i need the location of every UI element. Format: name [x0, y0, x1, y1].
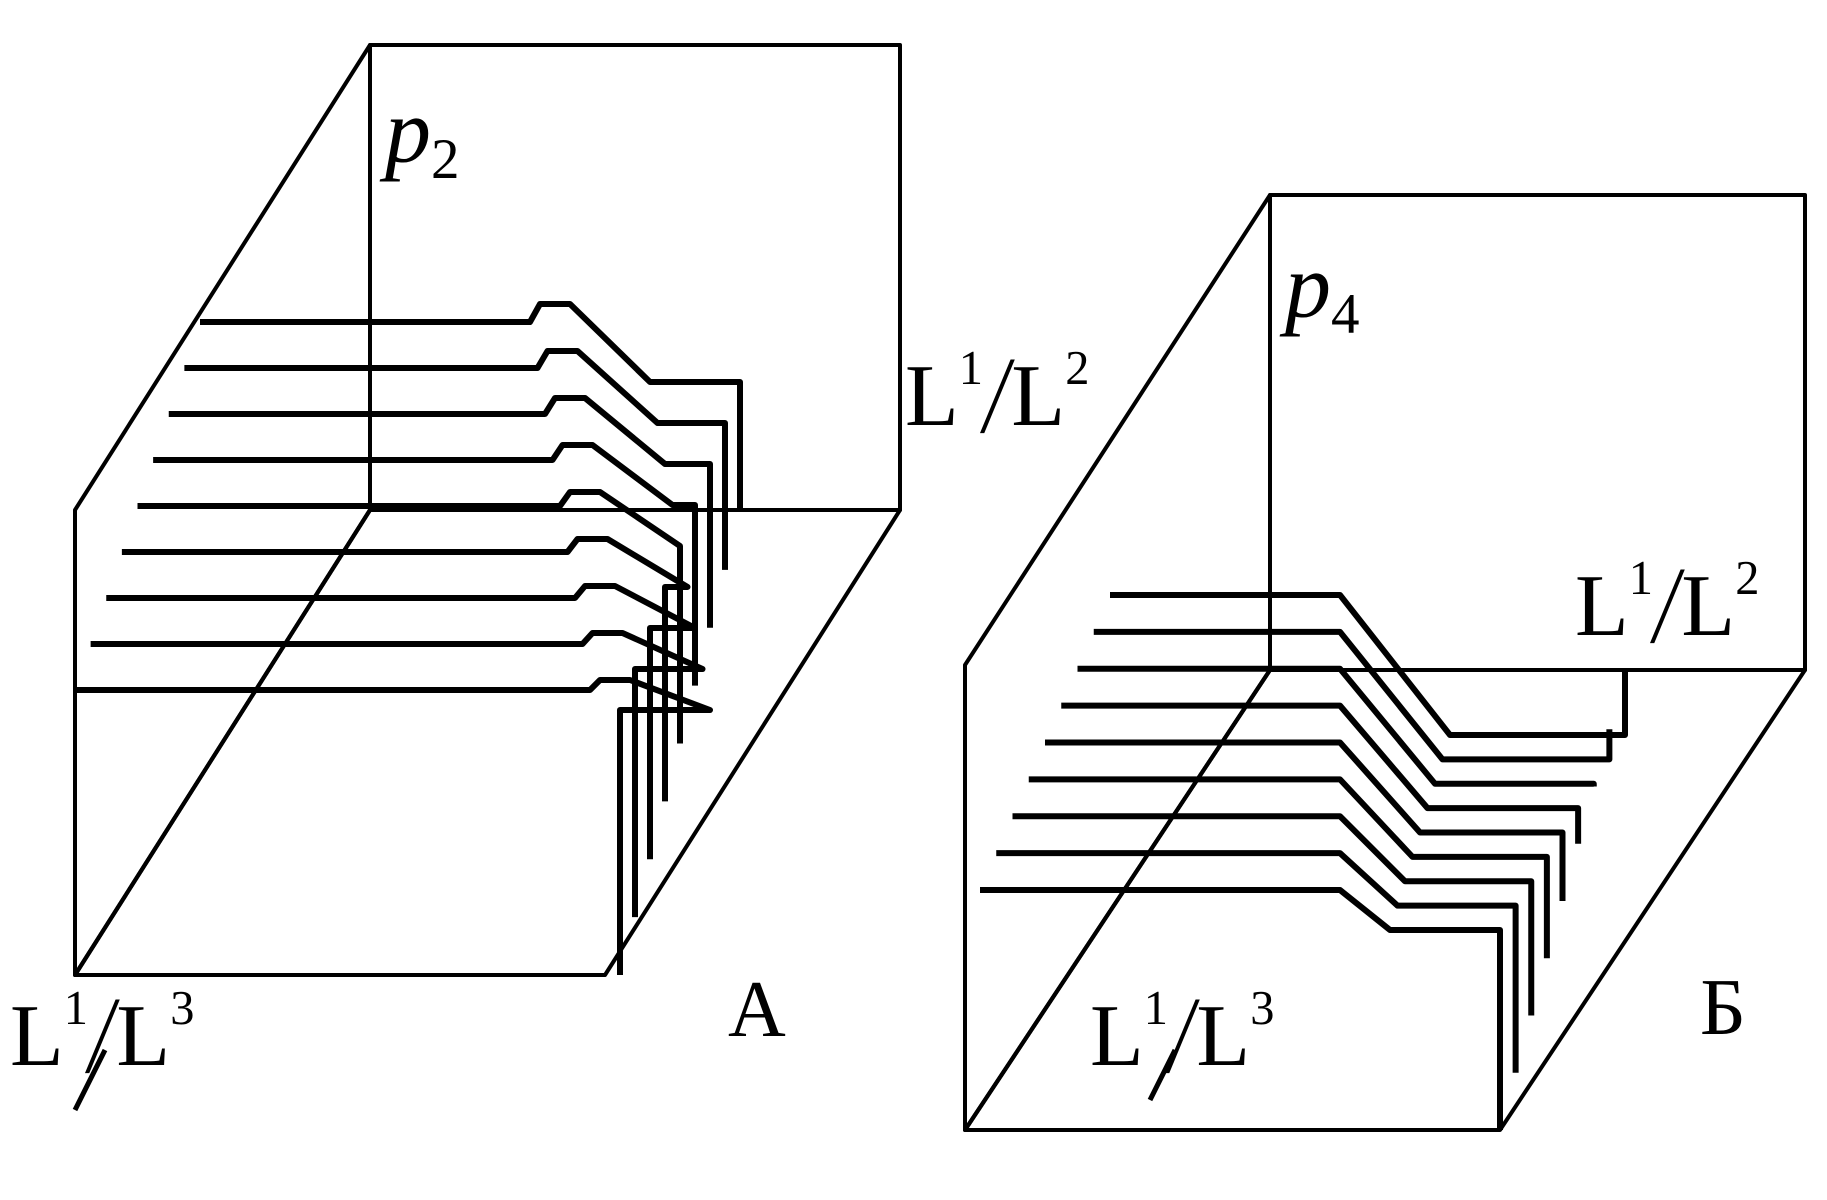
panel-b-profile-4 [1061, 702, 1582, 844]
panel-a-vertical-axis-sub: 2 [431, 127, 460, 191]
panel-a-profile-9 [75, 677, 713, 975]
panel-a-front-num-sup: 1 [63, 982, 88, 1035]
panel-a-profile-1 [200, 301, 743, 512]
panel-b-front-axis [963, 668, 1272, 1132]
panel-b-right-num-sup: 1 [1628, 552, 1653, 605]
panel-a-front-axis-label: L1/L3 [10, 976, 195, 1097]
panel-b-profile-2 [1093, 628, 1613, 763]
panel-b-vertical-axis-label: p4 [1285, 240, 1360, 343]
panel-a-profile-4 [153, 442, 698, 686]
panel-a-box [73, 43, 902, 977]
panel-a-front-num: L [10, 988, 64, 1086]
panel-a-front-label-slash-tail [72, 1048, 108, 1112]
panel-b-box [963, 193, 1807, 1132]
panel-b-front-den-sup: 3 [1250, 982, 1275, 1035]
panel-a-profile-7 [106, 583, 698, 860]
panel-b-front-den: L [1196, 988, 1251, 1086]
panel-a-right-den: L [1011, 348, 1066, 446]
panel-b-profiles [980, 592, 1628, 1130]
panel-a-profile-8 [90, 630, 706, 918]
panel-b-profile-6 [1028, 776, 1550, 959]
panel-a-profile-3 [168, 395, 713, 628]
panel-b-front-num: L [1090, 988, 1144, 1086]
panel-a-profile-2 [184, 348, 728, 570]
panel-a-profile-5 [137, 489, 683, 744]
panel-b-right-den-sup: 2 [1735, 552, 1760, 605]
panel-a-vertical-axis-label: p2 [385, 85, 460, 188]
panel-a-floor [73, 508, 902, 977]
panel-a-front-den-sup: 3 [170, 982, 195, 1035]
panel-a-front-den: L [116, 988, 171, 1086]
panel-a-left-wall [73, 43, 372, 977]
panel-b-profile-8 [996, 850, 1519, 1073]
panel-b-profile-7 [1012, 813, 1535, 1016]
panel-a-right-axis-label: L1/L2 [905, 336, 1090, 457]
panel-b-profile-1 [1110, 592, 1628, 738]
panel-a-right-den-sup: 2 [1065, 342, 1090, 395]
panel-b-profile-3 [1077, 665, 1597, 787]
panel-b-right-axis-label: L1/L2 [1575, 546, 1760, 667]
panel-a-letter: А [728, 966, 786, 1054]
panel-b-right-num: L [1575, 558, 1629, 656]
panel-b-right-den: L [1681, 558, 1736, 656]
panel-b-front-num-sup: 1 [1143, 982, 1168, 1035]
panel-a-right-num: L [905, 348, 959, 446]
panel-b-vertical-axis-var: p [1285, 235, 1331, 337]
panel-b-front-axis-label: L1/L3 [1090, 976, 1275, 1097]
panel-a-right-num-sup: 1 [958, 342, 983, 395]
panel-b-profile-9 [980, 887, 1503, 1130]
panel-a-vertical-axis-var: p [385, 80, 431, 182]
panel-a-profile-6 [121, 536, 691, 802]
panel-b-profile-5 [1045, 739, 1566, 901]
panel-b-front-label-slash-tail [1147, 1048, 1178, 1102]
panel-b-letter: Б [1700, 964, 1746, 1052]
panel-b-vertical-axis-sub: 4 [1331, 282, 1360, 346]
panel-a-profiles [75, 301, 743, 975]
panel-a-front-axis [73, 508, 372, 977]
